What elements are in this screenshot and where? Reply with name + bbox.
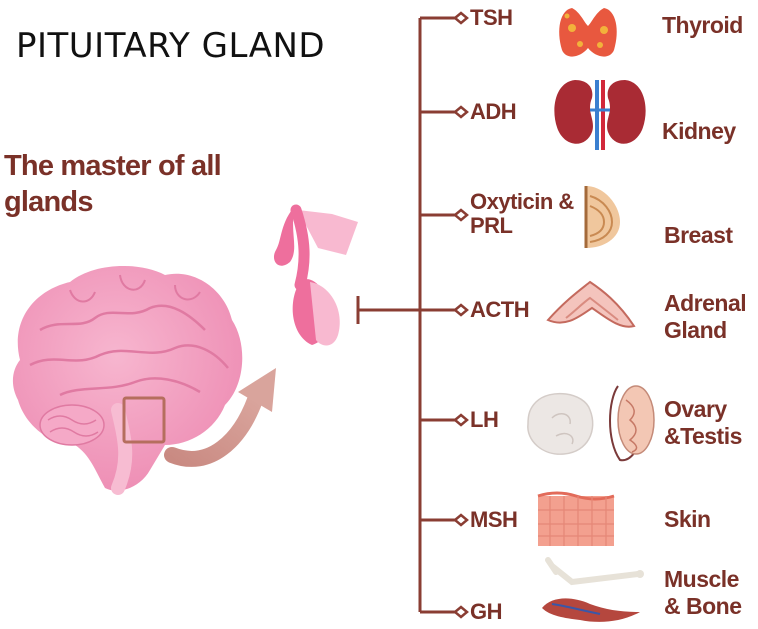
hormone-label-adh: ADH xyxy=(470,100,516,124)
pituitary-gland-icon xyxy=(274,205,358,345)
hormone-label-lh: LH xyxy=(470,408,498,432)
organ-label-thyroid: Thyroid xyxy=(662,12,743,39)
muscle-bone-icon xyxy=(542,560,644,622)
hormone-label-gh: GH xyxy=(470,600,502,624)
organ-label-kidney: Kidney xyxy=(662,118,736,145)
hormone-label-oxyticin-prl: Oxyticin & PRL xyxy=(470,190,580,238)
subtitle: The master of all glands xyxy=(4,148,254,220)
organ-label-skin: Skin xyxy=(664,506,711,533)
organ-label-muscle-bone: Muscle & Bone xyxy=(664,566,758,620)
page-title: PITUITARY GLAND xyxy=(16,26,325,66)
connector-diamonds xyxy=(455,13,467,617)
ovary-testis-icon xyxy=(528,386,654,460)
breast-icon xyxy=(586,186,620,248)
organ-label-breast: Breast xyxy=(664,222,733,249)
organ-label-adrenal-gland: Adrenal Gland xyxy=(664,290,758,344)
hormone-label-tsh: TSH xyxy=(470,6,513,30)
hormone-label-acth: ACTH xyxy=(470,298,529,322)
skin-icon xyxy=(538,493,614,546)
connector-lines xyxy=(358,18,455,612)
adrenal-gland-icon xyxy=(548,282,634,327)
thyroid-icon xyxy=(559,8,617,57)
kidney-icon xyxy=(554,80,645,150)
organ-label-ovary-testis: Ovary &Testis xyxy=(664,396,758,450)
hormone-label-msh: MSH xyxy=(470,508,517,532)
